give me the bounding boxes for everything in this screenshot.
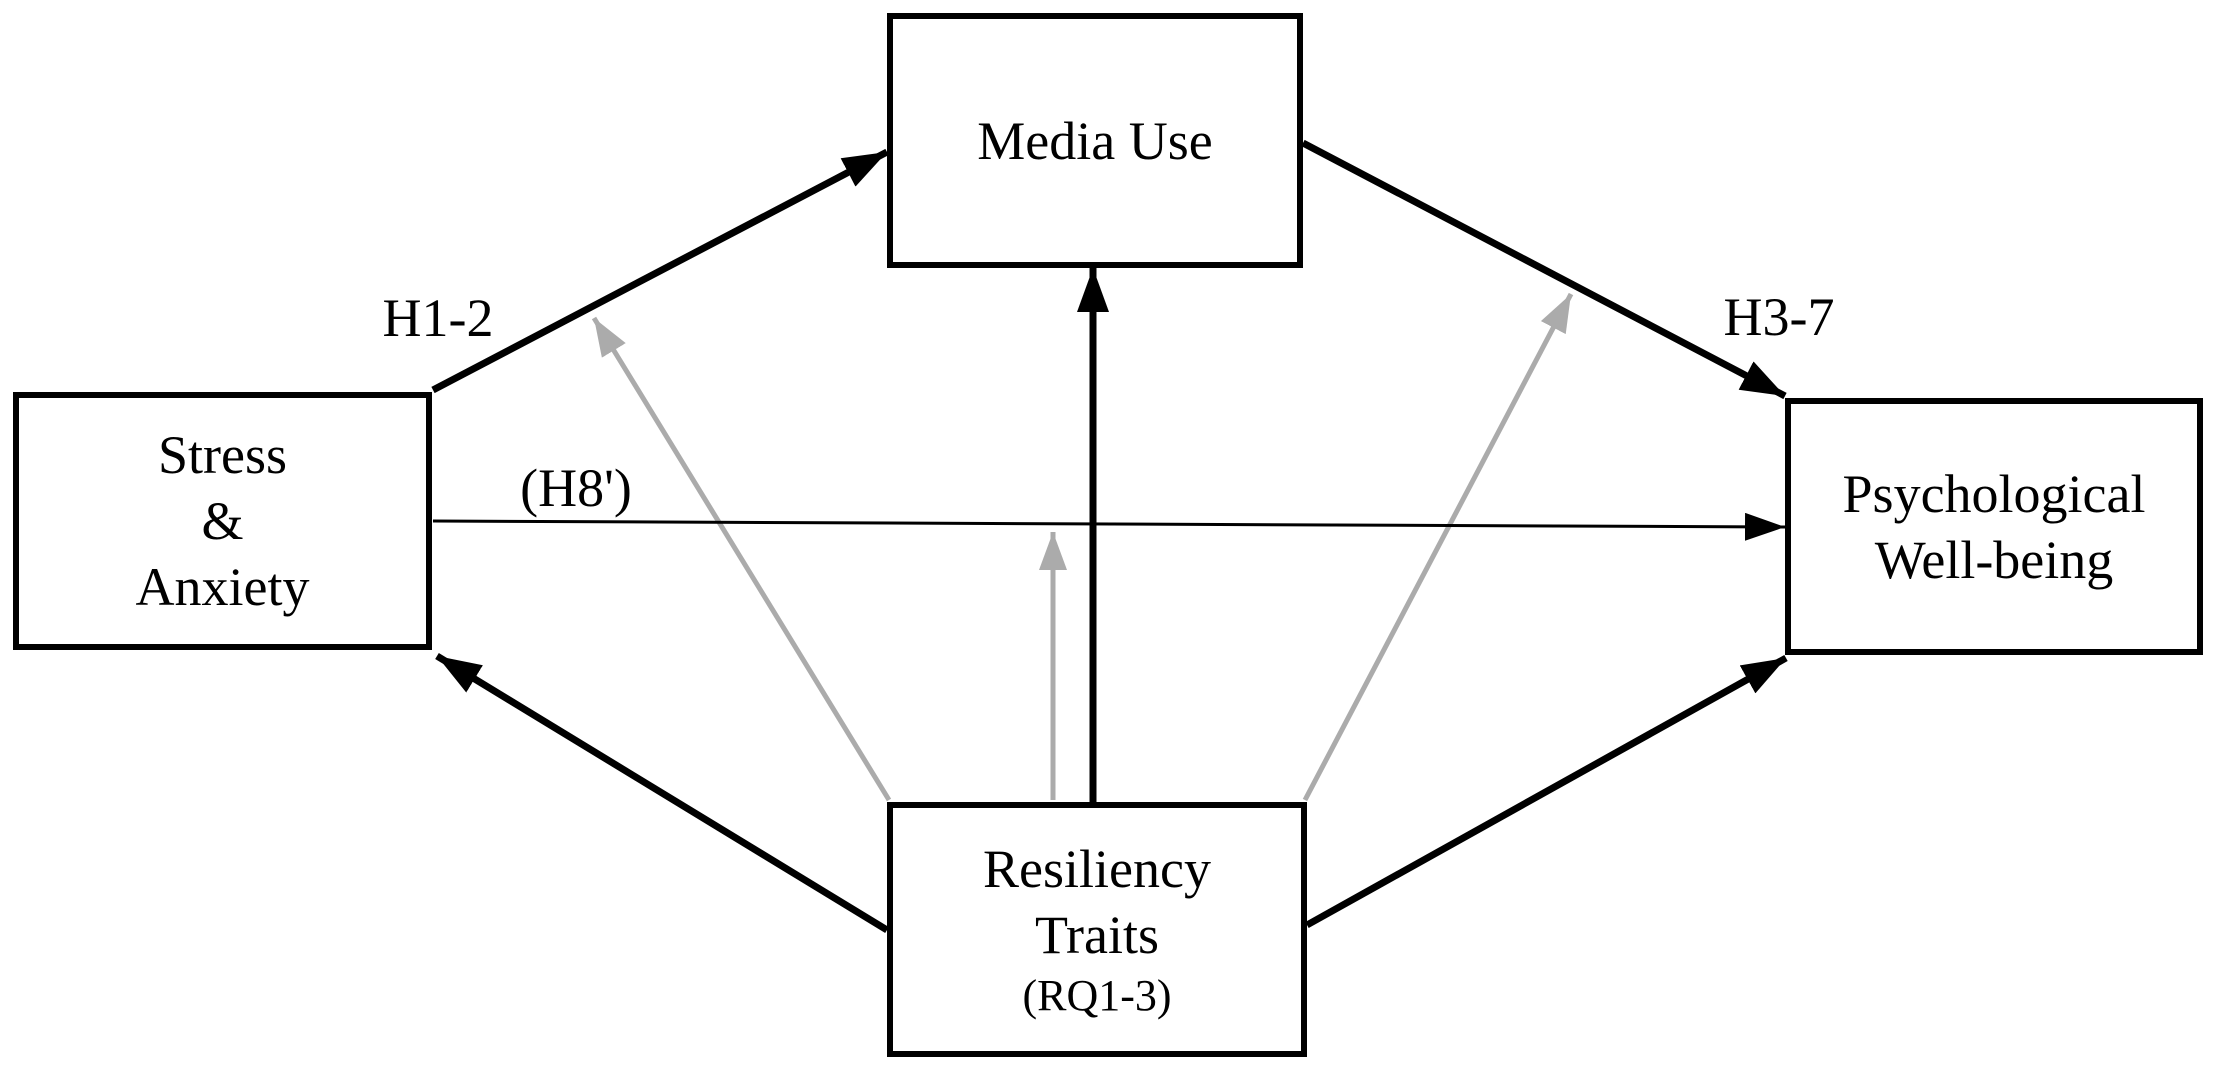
node-stress-anxiety-label-line2: & [201, 491, 244, 551]
node-resiliency-traits-label-line1: Resiliency [983, 838, 1211, 899]
edge-resiliency-to-stress [435, 653, 889, 933]
edge-media-to-wellbeing [1301, 139, 1787, 400]
edge-stress-to-media [431, 148, 889, 394]
edge-resiliency-moderates-h37 [1302, 292, 1574, 802]
edge-resiliency-moderates-h12 [591, 316, 892, 802]
edge-resiliency-to-wellbeing [1305, 654, 1788, 929]
edge-label-h3-7: H3-7 [1723, 287, 1835, 347]
edge-label-h1-2: H1-2 [382, 288, 494, 348]
node-stress-anxiety-label-line1: Stress [157, 425, 287, 485]
edge-label-h8-prime: (H8') [520, 458, 632, 518]
node-media-use: Media Use [887, 13, 1303, 268]
node-psychological-wellbeing-label-line1: Psychological [1842, 463, 2146, 524]
edge-stress-to-wellbeing [432, 512, 1786, 541]
node-stress-anxiety-label-line3: Anxiety [135, 557, 310, 617]
node-resiliency-traits-sublabel: (RQ1-3) [1022, 970, 1172, 1020]
node-psychological-wellbeing: Psychological Well-being [1785, 398, 2203, 655]
node-resiliency-traits: Resiliency Traits (RQ1-3) [887, 802, 1307, 1057]
node-resiliency-traits-label-line2: Traits [1034, 904, 1160, 965]
node-stress-anxiety: Stress & Anxiety [13, 392, 432, 650]
node-psychological-wellbeing-label-line2: Well-being [1874, 529, 2114, 590]
node-media-use-label: Media Use [977, 110, 1213, 171]
